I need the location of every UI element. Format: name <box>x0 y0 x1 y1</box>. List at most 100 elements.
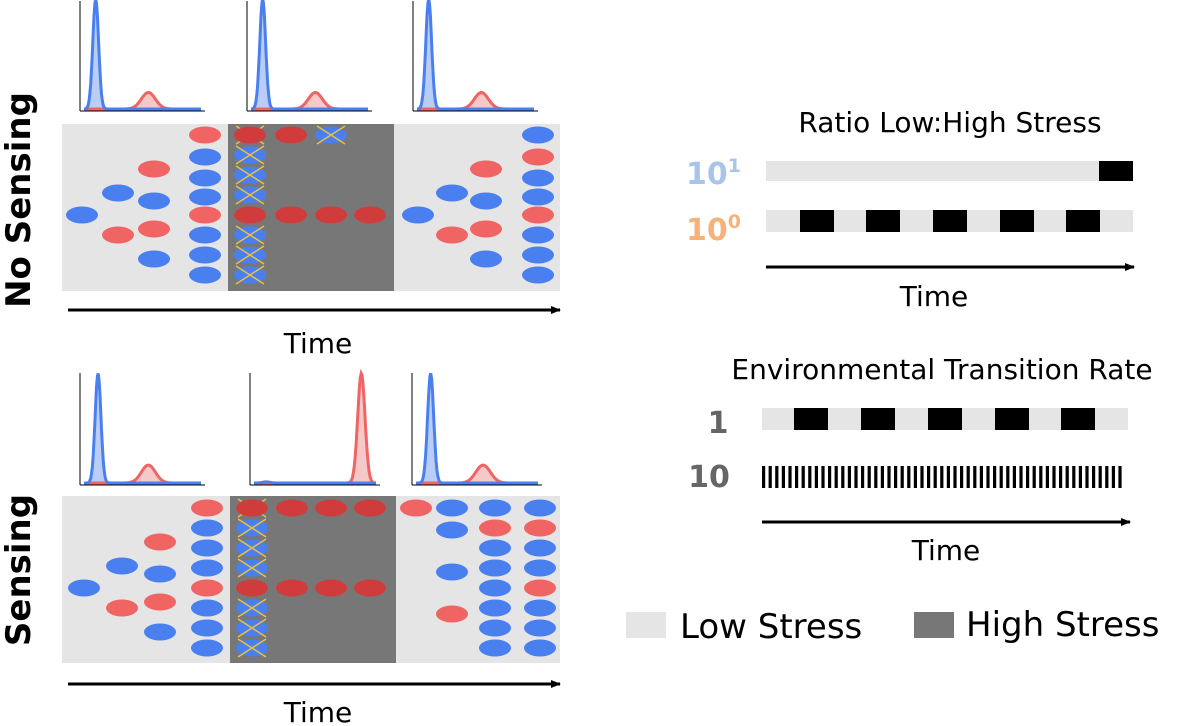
red-cell <box>138 220 170 238</box>
blue-cell <box>524 599 556 617</box>
blue-cell <box>106 557 138 575</box>
red-cell <box>275 126 307 144</box>
blue-cell <box>522 169 554 187</box>
rate-stripe <box>940 466 944 488</box>
blue-cell <box>138 250 170 268</box>
kill-cross <box>237 618 267 638</box>
ratio-high-block <box>933 210 967 232</box>
kill-cross <box>235 165 265 185</box>
ratio-title: Ratio Low:High Stress <box>798 106 1101 139</box>
blue-cell <box>189 188 221 206</box>
rate-stripe <box>1039 466 1043 488</box>
rate-high-block <box>1061 408 1095 430</box>
rate-stripe <box>814 466 818 488</box>
kill-cross <box>316 125 346 145</box>
red-cell <box>479 519 511 537</box>
red-cell <box>354 499 386 517</box>
distribution-plots-top <box>79 0 538 112</box>
blue-cell <box>144 623 176 641</box>
blue-cell <box>189 246 221 264</box>
rate-stripe <box>874 466 878 488</box>
blue-cell <box>470 192 502 210</box>
blue-cell <box>402 206 434 224</box>
blue-cell <box>479 599 511 617</box>
environment-strip-bottom <box>62 496 560 663</box>
rate-stripe <box>1006 466 1010 488</box>
rate-stripe <box>1026 466 1030 488</box>
distribution-plot-top-3 <box>412 0 538 112</box>
rate-stripe <box>933 466 937 488</box>
rate-stripe <box>768 466 772 488</box>
rate-stripe <box>927 466 931 488</box>
kill-cross <box>237 638 267 658</box>
red-cell <box>102 226 134 244</box>
blue-cell <box>189 148 221 166</box>
rate-stripe <box>986 466 990 488</box>
legend: Low Stress High Stress <box>626 605 1159 647</box>
rate-label-10: 10 <box>688 460 730 495</box>
blue-density-area <box>84 373 201 484</box>
sensing-panel: Sensing Time <box>0 368 561 726</box>
blue-cell <box>436 184 468 202</box>
transition-rate-title: Environmental Transition Rate <box>731 353 1152 386</box>
blue-cell <box>522 126 554 144</box>
ratio-high-block <box>866 210 900 232</box>
rate-1-high-blocks <box>794 408 1095 430</box>
blue-cell <box>68 579 100 597</box>
no-sensing-title: No Sensing <box>0 92 39 308</box>
rate-stripe <box>894 466 898 488</box>
ratio-time-label: Time <box>899 280 969 313</box>
red-cell <box>522 206 554 224</box>
blue-cell <box>524 499 556 517</box>
red-cell <box>144 593 176 611</box>
red-cell <box>354 206 386 224</box>
ratio-section: Ratio Low:High Stress 101 100 Time <box>686 106 1135 313</box>
red-density-area <box>84 465 201 484</box>
blue-cell <box>524 539 556 557</box>
rate-stripe <box>1019 466 1023 488</box>
red-cell <box>315 579 347 597</box>
red-cell <box>276 579 308 597</box>
blue-cell <box>524 639 556 657</box>
rate-stripe <box>907 466 911 488</box>
kill-cross <box>235 145 265 165</box>
rate-stripe <box>900 466 904 488</box>
rate-stripe <box>966 466 970 488</box>
red-cell <box>234 126 266 144</box>
legend-low-swatch <box>626 612 666 638</box>
blue-cell <box>436 521 468 539</box>
rate-stripe <box>1111 466 1115 488</box>
ratio-high-block <box>1099 161 1133 181</box>
rate-stripe <box>834 466 838 488</box>
red-cell <box>191 499 223 517</box>
blue-density-curve <box>416 372 538 485</box>
rate-stripe <box>953 466 957 488</box>
kill-cross <box>235 225 265 245</box>
distribution-plot-bottom-2 <box>249 368 380 486</box>
red-cell <box>144 533 176 551</box>
rate-stripe <box>781 466 785 488</box>
blue-cell <box>522 226 554 244</box>
kill-cross <box>237 518 267 538</box>
rate-high-block <box>995 408 1029 430</box>
rate-stripe <box>854 466 858 488</box>
red-density-area <box>254 373 376 484</box>
blue-cell <box>479 499 511 517</box>
rate-stripe <box>946 466 950 488</box>
blue-cell <box>479 579 511 597</box>
rate-stripe <box>1085 466 1089 488</box>
red-cell <box>436 226 468 244</box>
blue-cell <box>102 184 134 202</box>
transition-rate-section: Environmental Transition Rate 1 10 Time <box>688 353 1152 567</box>
red-cell <box>106 599 138 617</box>
rate-stripe <box>762 466 766 488</box>
blue-cell <box>479 559 511 577</box>
rate-stripe <box>1032 466 1036 488</box>
kill-cross <box>237 538 267 558</box>
rate-stripe <box>920 466 924 488</box>
legend-low-label: Low Stress <box>680 607 862 647</box>
rate-stripe <box>1105 466 1109 488</box>
blue-cell <box>522 266 554 284</box>
blue-cell <box>191 519 223 537</box>
